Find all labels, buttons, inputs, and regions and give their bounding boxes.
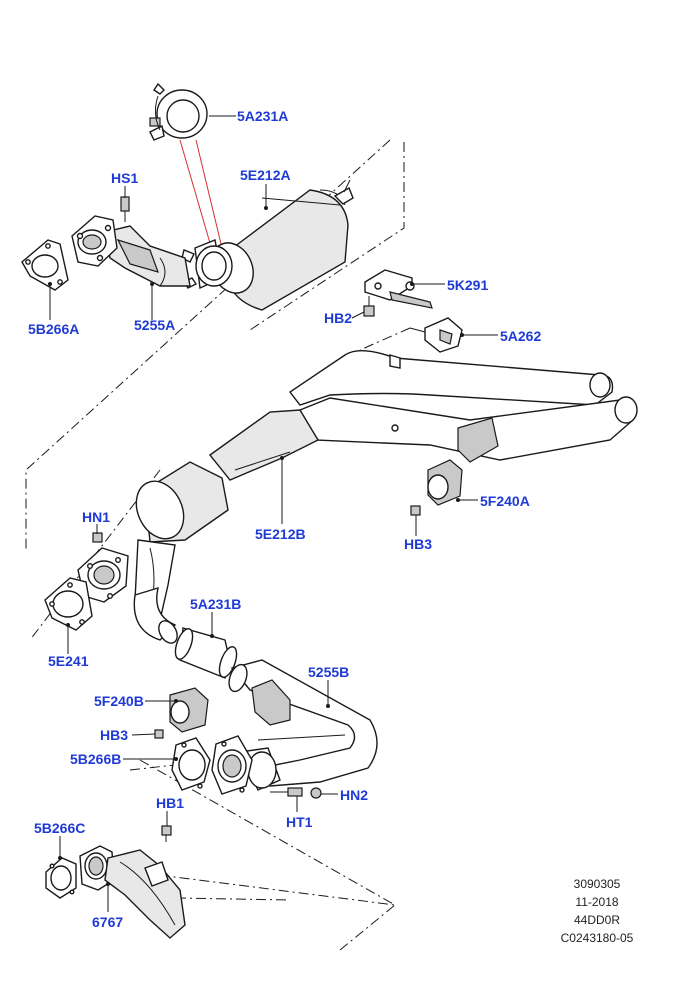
reference-line-1: 3090305 xyxy=(574,877,621,891)
leader-lines xyxy=(48,115,498,912)
label-hn2: HN2 xyxy=(340,787,368,803)
clamp-5a231a xyxy=(149,82,208,141)
label-5e212a: 5E212A xyxy=(240,167,291,183)
reference-block: 3090305 11-2018 44DD0R C0243180-05 xyxy=(561,877,634,945)
nut-hn1 xyxy=(92,532,103,543)
hanger-5a262 xyxy=(409,317,463,353)
gasket-5b266a xyxy=(21,239,69,291)
flange-5b266b xyxy=(171,735,253,795)
label-5a262: 5A262 xyxy=(500,328,541,344)
label-hb3-upper: HB3 xyxy=(404,536,432,552)
bolt-hb1 xyxy=(161,825,172,842)
bolt-hb3-lower xyxy=(154,729,164,739)
insulator-5f240b xyxy=(169,687,209,733)
exhaust-assembly-5e212b xyxy=(134,350,638,629)
rear-pipe-6767 xyxy=(79,845,186,939)
front-pipe-5255a xyxy=(71,215,191,287)
label-ht1: HT1 xyxy=(286,814,313,830)
label-hs1: HS1 xyxy=(111,170,138,186)
catalytic-converter-5e212a xyxy=(181,179,354,311)
reference-line-4: C0243180-05 xyxy=(561,931,634,945)
label-5k291: 5K291 xyxy=(447,277,488,293)
label-5f240b: 5F240B xyxy=(94,693,144,709)
gasket-5b266c xyxy=(45,857,77,899)
bolt-hb3-upper xyxy=(410,505,421,522)
label-hn1: HN1 xyxy=(82,509,110,525)
label-5b266c: 5B266C xyxy=(34,820,85,836)
elbow-pipe xyxy=(133,586,178,644)
bolt-hb2 xyxy=(363,296,375,317)
alignment-lines xyxy=(179,139,223,251)
bracket-5k291 xyxy=(364,269,433,309)
callout-labels: 5A231A HS1 5E212A 5B266A 5255A 5K291 HB2… xyxy=(28,108,541,930)
stud-ht1 xyxy=(270,787,303,797)
label-5255b: 5255B xyxy=(308,664,349,680)
label-5a231b: 5A231B xyxy=(190,596,241,612)
label-5a231a: 5A231A xyxy=(237,108,288,124)
label-5f240a: 5F240A xyxy=(480,493,530,509)
insulator-5f240a xyxy=(427,459,463,506)
label-5b266a: 5B266A xyxy=(28,321,79,337)
reference-line-3: 44DD0R xyxy=(574,913,620,927)
label-hb2: HB2 xyxy=(324,310,352,326)
label-5e212b: 5E212B xyxy=(255,526,306,542)
label-5e241: 5E241 xyxy=(48,653,89,669)
label-6767: 6767 xyxy=(92,914,123,930)
reference-line-2: 11-2018 xyxy=(575,895,618,909)
gasket-5e241 xyxy=(44,577,93,631)
label-5b266b: 5B266B xyxy=(70,751,121,767)
label-hb1: HB1 xyxy=(156,795,184,811)
nut-hn2 xyxy=(310,787,322,799)
stud-hs1 xyxy=(120,196,130,222)
label-hb3-lower: HB3 xyxy=(100,727,128,743)
label-5255a: 5255A xyxy=(134,317,175,333)
sleeve-5a231b xyxy=(174,627,238,679)
